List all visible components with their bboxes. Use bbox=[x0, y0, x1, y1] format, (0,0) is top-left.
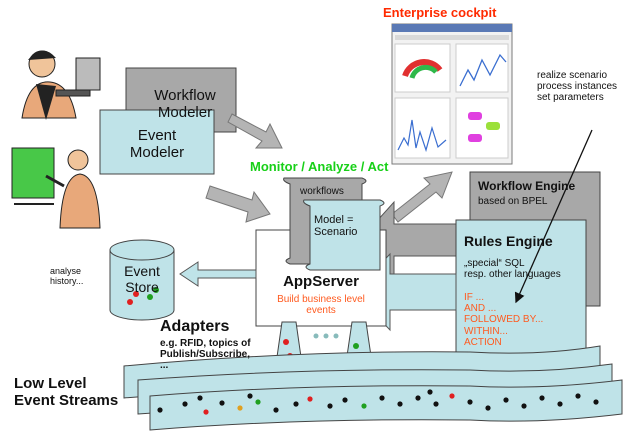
stream-event-dot bbox=[361, 403, 367, 409]
event-modeler-box bbox=[99, 109, 215, 175]
to-workflow-engine-arrow bbox=[391, 171, 453, 223]
to-event-store-arrow bbox=[179, 261, 257, 287]
stream-event-dot bbox=[327, 403, 333, 409]
analyse-label: analyse history... bbox=[50, 266, 84, 287]
stream-event-dot bbox=[293, 401, 299, 407]
stream-event-dot bbox=[307, 396, 313, 402]
presenter-illustration bbox=[11, 147, 101, 229]
modeler-to-workflows-arrow bbox=[227, 113, 283, 149]
model-label: Model = Scenario bbox=[314, 214, 358, 239]
cockpit-note: realize scenario process instances set p… bbox=[537, 70, 617, 104]
appserver-title: AppServer bbox=[283, 273, 359, 290]
stream-event-dot bbox=[342, 397, 348, 403]
adapters-title: Adapters bbox=[160, 318, 230, 335]
stream-event-dot bbox=[273, 407, 279, 413]
note-line: realize scenario bbox=[537, 70, 608, 81]
event-streams bbox=[123, 345, 623, 431]
cockpit-screen bbox=[391, 23, 513, 165]
stream-event-dot bbox=[237, 405, 243, 411]
workflows-label: workflows bbox=[300, 186, 344, 197]
modeler-to-model-arrow bbox=[205, 185, 271, 223]
stream-event-dot bbox=[397, 401, 403, 407]
stream-event-dot bbox=[521, 403, 527, 409]
stream-events bbox=[157, 389, 599, 415]
event-modeler-label: Event Modeler bbox=[129, 127, 185, 161]
stream-event-dot bbox=[539, 395, 545, 401]
workflow-modeler-label: Workflow Modeler bbox=[154, 87, 216, 121]
stream-event-dot bbox=[485, 405, 491, 411]
workflow-engine-subtitle: based on BPEL bbox=[478, 196, 548, 207]
stream-event-dot bbox=[575, 393, 581, 399]
rules-engine-rules: IF ... AND ... FOLLOWED BY... WITHIN... … bbox=[464, 292, 544, 348]
stream-event-dot bbox=[379, 395, 385, 401]
stream-event-dot bbox=[219, 400, 225, 406]
stream-event-dot bbox=[182, 401, 188, 407]
stream-event-dot bbox=[433, 401, 439, 407]
stream-event-dot bbox=[247, 393, 253, 399]
stream-event-dot bbox=[415, 395, 421, 401]
person-at-computer-illustration bbox=[21, 50, 101, 120]
stream-event-dot bbox=[427, 389, 433, 395]
stream-event-dot bbox=[203, 409, 209, 415]
streams-label: Low Level Event Streams bbox=[14, 375, 119, 409]
rules-engine-subtitle: „special“ SQL resp. other languages bbox=[464, 258, 561, 281]
note-pointer-arrow bbox=[514, 129, 593, 304]
note-line: process instances bbox=[537, 81, 618, 93]
adapters-subtitle: e.g. RFID, topics of Publish/Subscribe, … bbox=[160, 338, 251, 372]
stream-event-dot bbox=[255, 399, 261, 405]
note-line: set parameters bbox=[537, 92, 604, 104]
cockpit-title: Enterprise cockpit bbox=[383, 5, 497, 20]
stream-event-dot bbox=[467, 399, 473, 405]
event-store-cylinder bbox=[109, 239, 175, 321]
stream-event-dot bbox=[503, 397, 509, 403]
stream-event-dot bbox=[197, 395, 203, 401]
workflow-engine-title: Workflow Engine bbox=[478, 179, 576, 193]
model-scroll bbox=[303, 199, 385, 271]
appserver-subtitle: Build business level events bbox=[277, 294, 365, 317]
stream-event-dot bbox=[157, 407, 163, 413]
stream-event-dot bbox=[449, 393, 455, 399]
monitor-label: Monitor / Analyze / Act bbox=[250, 159, 389, 174]
stream-event-dot bbox=[557, 401, 563, 407]
event-store-label: Event Store bbox=[124, 263, 160, 295]
stream-event-dot bbox=[593, 399, 599, 405]
rules-engine-title: Rules Engine bbox=[464, 233, 553, 249]
